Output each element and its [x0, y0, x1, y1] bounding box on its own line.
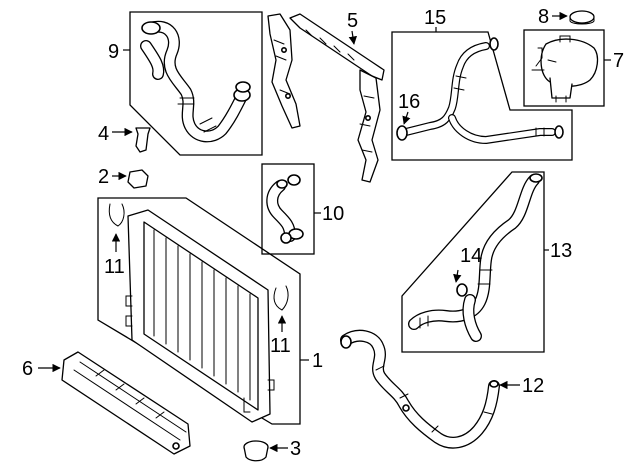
radiator-cap: 8 — [538, 6, 595, 28]
small-hose-frame — [261, 163, 315, 255]
bracket-11-right — [273, 285, 289, 311]
small-hose-group: 10 — [261, 163, 344, 255]
callout-16: 16 — [398, 91, 420, 113]
lower-hose-group: 14 13 — [401, 171, 572, 353]
drain-plug: 3 — [243, 438, 301, 462]
hose-end-ring — [141, 21, 161, 35]
callout-15: 15 — [424, 7, 446, 29]
bracket-11-left — [108, 203, 125, 227]
lower-air-deflector: 6 — [22, 351, 191, 455]
callout-2: 2 — [98, 166, 109, 188]
radiator-group: 11 11 1 — [97, 197, 323, 425]
callout-8: 8 — [538, 6, 549, 28]
long-coolant-hose: 12 — [340, 329, 544, 449]
callout-4: 4 — [98, 123, 109, 145]
clip-fastener: 4 — [98, 123, 151, 153]
callout-3: 3 — [290, 438, 301, 460]
o-ring-14 — [456, 283, 468, 297]
callout-1: 1 — [312, 350, 323, 372]
heater-hose-group: 15 16 — [391, 7, 573, 161]
callout-14: 14 — [460, 245, 482, 267]
callout-11-left: 11 — [104, 256, 125, 278]
callout-11-right: 11 — [270, 335, 291, 357]
upper-hose-frame — [129, 11, 263, 156]
callout-6: 6 — [22, 358, 33, 380]
expansion-tank-frame — [523, 29, 605, 107]
radiator-frame — [97, 197, 301, 425]
upper-hose-assembly-group: 9 — [108, 11, 263, 156]
o-ring-16 — [396, 125, 408, 141]
lower-hose-frame — [401, 171, 545, 353]
callout-7: 7 — [613, 50, 624, 72]
heater-hose-frame — [391, 31, 573, 161]
nut-fastener: 2 — [98, 166, 149, 189]
callout-12: 12 — [522, 375, 544, 397]
callout-13: 13 — [550, 240, 572, 262]
callout-5: 5 — [347, 10, 358, 32]
callout-10: 10 — [322, 203, 344, 225]
callout-9: 9 — [108, 41, 119, 63]
expansion-tank-group: 7 — [523, 29, 624, 107]
radiator-support-frame: 5 — [267, 10, 385, 183]
